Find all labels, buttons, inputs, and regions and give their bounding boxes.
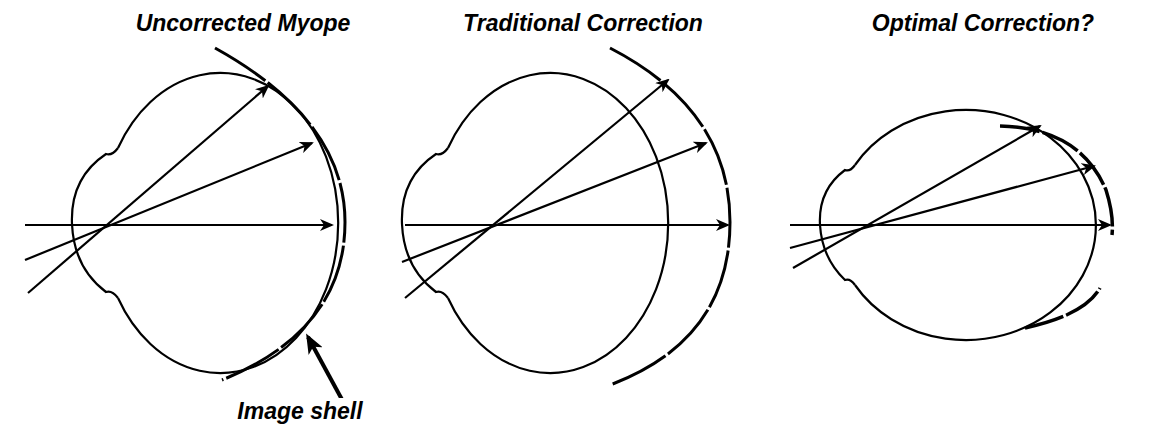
eye-globe [72,73,338,373]
panel-title: Optimal Correction? [870,10,1096,36]
callout-label: Image shell [235,398,364,424]
panel-title: Traditional Correction [461,10,705,36]
panel-title: Uncorrected Myope [134,10,353,36]
eye-globe [402,73,668,373]
